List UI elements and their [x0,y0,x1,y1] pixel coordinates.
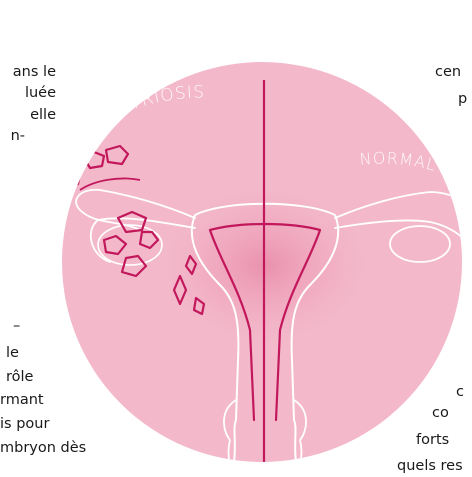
lesion [70,170,80,186]
